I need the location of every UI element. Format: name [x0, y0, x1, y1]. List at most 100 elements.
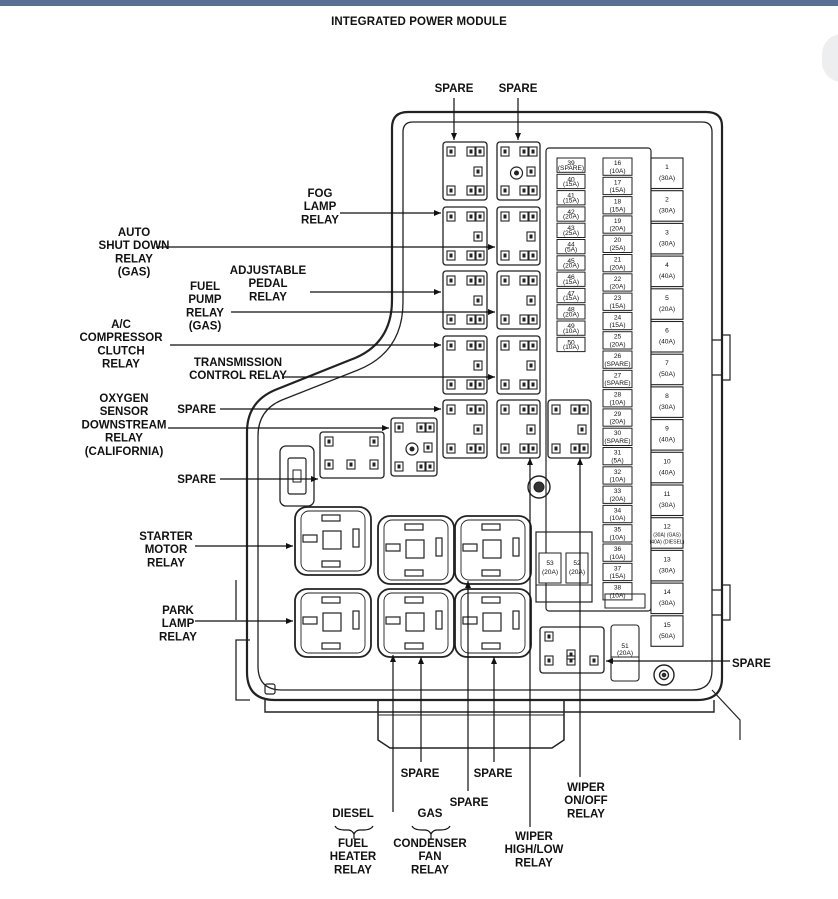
- mini-fuse-42[interactable]: 42(20A): [556, 206, 586, 222]
- mini-fuse-25[interactable]: 25(20A): [602, 331, 633, 350]
- gas-label-line: GAS: [418, 808, 443, 820]
- gas-label: GAS: [418, 808, 443, 820]
- mini-relay-left-3[interactable]: [442, 270, 488, 330]
- relay-center-pin: [322, 530, 342, 550]
- spare-fuse-holder[interactable]: [279, 445, 315, 507]
- mini-fuse-18[interactable]: 18(15A): [602, 196, 633, 215]
- cartridge-fuse-4[interactable]: 4(40A): [650, 255, 684, 288]
- transmission-control-relay-label-line: CONTROL RELAY: [189, 370, 287, 382]
- mini-relay-left-4[interactable]: [442, 335, 488, 395]
- relay-pin-terminal: [519, 443, 529, 454]
- relay-pin-contact: [449, 253, 453, 258]
- mini-relay-left-1[interactable]: [442, 141, 488, 201]
- cartridge-fuse-14[interactable]: 14(30A): [650, 582, 684, 615]
- mini-relay-left-2[interactable]: [442, 206, 488, 266]
- mini-fuse-29[interactable]: 29(20A): [602, 408, 633, 427]
- cartridge-fuse-5[interactable]: 5(20A): [650, 288, 684, 320]
- relay-pin-terminal: [519, 340, 529, 351]
- mini-fuse-20[interactable]: 20(25A): [602, 234, 633, 253]
- mini-fuse-47[interactable]: 47(15A): [556, 287, 586, 304]
- lower-right-relay-socket[interactable]: [454, 588, 532, 658]
- mini-fuse-53[interactable]: 53(20A): [538, 552, 562, 584]
- mini-fuse-37[interactable]: 37(15A): [602, 562, 633, 582]
- relay-pin-terminal: [500, 146, 510, 157]
- mini-fuse-46[interactable]: 46(15A): [556, 271, 586, 287]
- fuse-body: [650, 320, 684, 353]
- mini-fuse-22[interactable]: 22(20A): [602, 273, 633, 292]
- mini-fuse-23[interactable]: 23(15A): [602, 292, 633, 311]
- relay-pin-contact: [529, 298, 533, 303]
- fuse-number: 53: [546, 560, 554, 567]
- mini-relay-spare-horizontal[interactable]: [319, 431, 385, 479]
- mini-fuse-31[interactable]: 31(5A): [602, 447, 633, 466]
- mini-relay-right-4[interactable]: [496, 335, 541, 395]
- mini-fuse-51[interactable]: 51(20A): [610, 624, 640, 682]
- mini-relay-right-5[interactable]: [496, 399, 541, 459]
- mini-fuse-34[interactable]: 34(10A): [602, 504, 633, 524]
- relay-pin-contact: [503, 188, 507, 193]
- cartridge-fuse-13[interactable]: 13(30A): [650, 549, 684, 582]
- side-panel-button[interactable]: [822, 34, 838, 82]
- mini-relay-right-3[interactable]: [496, 270, 541, 330]
- mini-fuse-41[interactable]: 41(15A): [556, 190, 586, 206]
- mini-fuse-48[interactable]: 48(20A): [556, 304, 586, 320]
- cartridge-fuse-8[interactable]: 8(30A): [650, 386, 684, 418]
- cartridge-fuse-7[interactable]: 7(50A): [650, 353, 684, 386]
- mini-fuse-38[interactable]: 38(10A): [602, 582, 633, 601]
- mini-fuse-40[interactable]: 40(15A): [556, 173, 586, 190]
- mini-fuse-30[interactable]: 30(SPARE): [602, 427, 633, 447]
- relay-pin-terminal: [577, 424, 587, 435]
- mini-fuse-19[interactable]: 19(20A): [602, 215, 633, 234]
- mini-fuse-26[interactable]: 26(SPARE): [602, 350, 633, 369]
- cartridge-fuse-12[interactable]: 12(30A) (GAS)(40A) (DIESEL): [650, 517, 685, 549]
- mini-relay-wiper-on-off[interactable]: [539, 626, 605, 674]
- fuse-rating: (20A): [563, 214, 579, 221]
- fuse-body: [650, 419, 684, 451]
- cartridge-fuse-10[interactable]: 10(40A): [650, 451, 684, 484]
- mini-relay-left-5[interactable]: [442, 399, 488, 459]
- relay-right-pin: [512, 610, 520, 630]
- mini-fuse-28[interactable]: 28(10A): [602, 389, 633, 408]
- park-lamp-relay-socket[interactable]: [294, 588, 372, 658]
- mini-fuse-21[interactable]: 21(20A): [602, 254, 633, 273]
- mini-fuse-27[interactable]: 27(SPARE): [602, 369, 633, 389]
- fuel-heater-relay-socket[interactable]: [377, 588, 455, 658]
- fuse-body: [650, 451, 684, 484]
- relay-pin-contact: [529, 427, 533, 432]
- cartridge-fuse-2[interactable]: 2(30A): [650, 190, 684, 222]
- relay-pin-contact: [476, 363, 480, 368]
- upper-right-relay-socket[interactable]: [454, 515, 532, 585]
- condenser-fan-relay-label-line: CONDENSER: [393, 838, 467, 850]
- mini-fuse-32[interactable]: 32(10A): [602, 466, 633, 485]
- mini-fuse-49[interactable]: 49(10A): [556, 320, 586, 336]
- mini-fuse-36[interactable]: 36(10A): [602, 543, 633, 562]
- cartridge-fuse-15[interactable]: 15(50A): [650, 615, 684, 647]
- cartridge-fuse-1[interactable]: 1(30A): [650, 157, 684, 190]
- cartridge-fuse-6[interactable]: 6(40A): [650, 320, 684, 353]
- cartridge-fuse-3[interactable]: 3(30A): [650, 222, 684, 255]
- starter-motor-relay-label-line: MOTOR: [145, 544, 188, 556]
- mini-fuse-50[interactable]: 50(10A): [556, 336, 586, 353]
- mini-fuse-33[interactable]: 33(20A): [602, 485, 633, 504]
- mini-fuse-16[interactable]: 16(10A): [602, 157, 633, 176]
- mini-fuse-52[interactable]: 52(20A): [565, 552, 589, 584]
- fuse-body: [556, 304, 586, 320]
- cartridge-fuse-11[interactable]: 11(30A): [650, 484, 684, 517]
- relay-pin-terminal: [519, 185, 529, 196]
- fuse-body: [602, 485, 633, 504]
- cartridge-fuse-9[interactable]: 9(40A): [650, 419, 684, 451]
- mini-fuse-17[interactable]: 17(15A): [602, 176, 633, 196]
- mini-fuse-45[interactable]: 45(20A): [556, 255, 586, 271]
- starter-motor-relay-socket[interactable]: [294, 506, 372, 576]
- mini-relay-wiper-high-low[interactable]: [547, 399, 592, 459]
- mini-fuse-39[interactable]: 39(SPARE): [556, 157, 586, 173]
- mini-fuse-35[interactable]: 35(10A): [602, 524, 633, 543]
- mini-fuse-44[interactable]: 44(5A): [556, 239, 586, 255]
- mini-fuse-43[interactable]: 43(25A): [556, 222, 586, 238]
- upper-middle-relay-socket[interactable]: [377, 515, 455, 585]
- mini-relay-right-2[interactable]: [496, 206, 541, 266]
- mini-relay-right-1[interactable]: [496, 141, 541, 201]
- mini-fuse-24[interactable]: 24(15A): [602, 311, 633, 331]
- mini-relay-oxygen-sensor[interactable]: [390, 417, 438, 477]
